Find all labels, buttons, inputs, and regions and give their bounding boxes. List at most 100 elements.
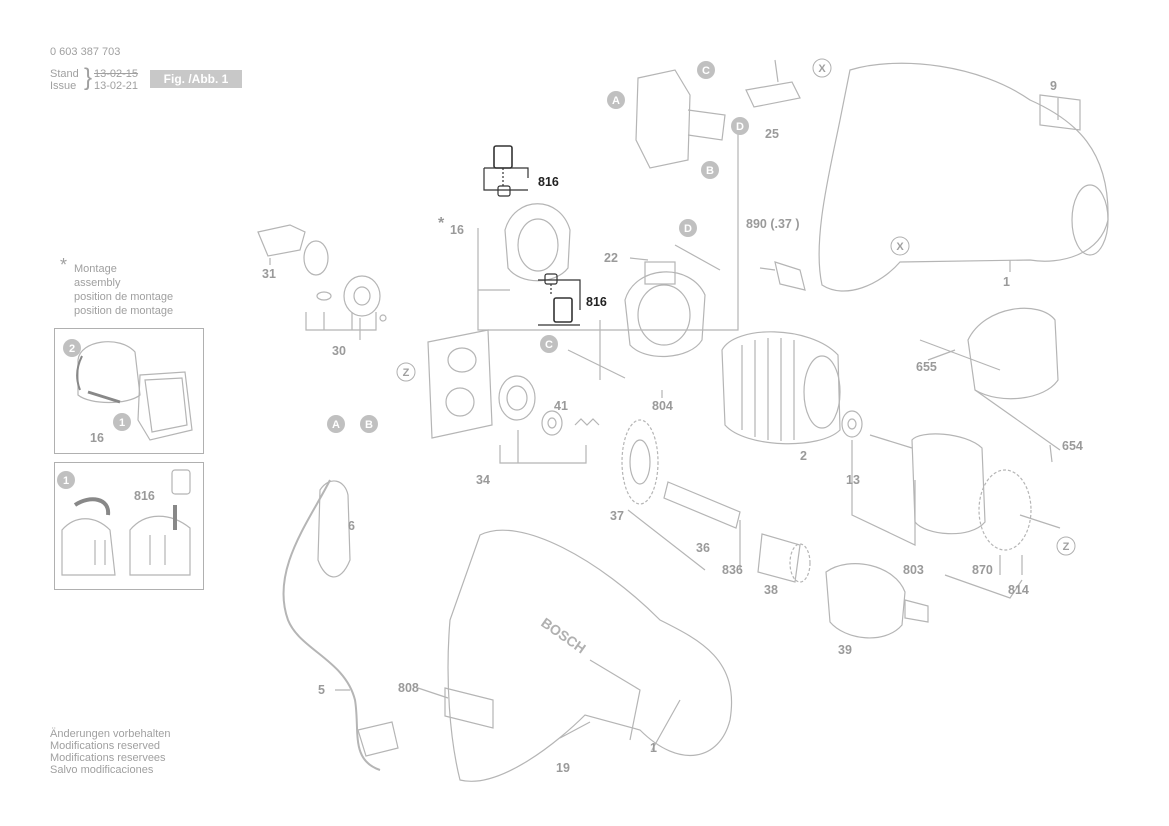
part-label: 655 bbox=[916, 360, 937, 374]
part-label: 9 bbox=[1050, 79, 1057, 93]
marker-label: B bbox=[706, 165, 714, 177]
part-label: 654 bbox=[1062, 439, 1083, 453]
footer-line: Salvo modificaciones bbox=[50, 764, 154, 776]
footer-note: Änderungen vorbehalten Modifications res… bbox=[50, 728, 170, 776]
bracket-816-bottom bbox=[538, 279, 581, 326]
step-label: 1 bbox=[119, 417, 125, 429]
leader-lines bbox=[269, 98, 1059, 751]
lead-d bbox=[674, 244, 721, 271]
bracket-870 bbox=[999, 555, 1023, 575]
part-654-rod bbox=[974, 389, 1061, 451]
figure-label: Fig. /Abb. 1 bbox=[150, 70, 242, 88]
part-34-bearing bbox=[498, 375, 536, 421]
footer-line: Modifications reserved bbox=[50, 740, 161, 752]
screw-22 bbox=[629, 257, 649, 261]
part-34-hole-top bbox=[447, 347, 477, 373]
assembly-star-icon: * bbox=[60, 255, 68, 275]
part-31-cap bbox=[257, 224, 306, 257]
part-label: 30 bbox=[332, 344, 346, 358]
marker-label: C bbox=[545, 339, 553, 351]
part-30-gear bbox=[343, 275, 381, 317]
marker-label: D bbox=[736, 121, 744, 133]
part-label: 16 bbox=[450, 223, 464, 237]
marker-a: A bbox=[607, 91, 625, 109]
part-38-sleeve bbox=[757, 533, 811, 583]
part-label: 5 bbox=[318, 683, 325, 697]
part-30-washer bbox=[303, 240, 329, 276]
stand-label: Stand bbox=[50, 68, 79, 80]
part-2-stator bbox=[721, 331, 841, 445]
assembly-note-line: position de montage bbox=[74, 291, 174, 303]
part-label: 31 bbox=[262, 267, 276, 281]
part-label: 808 bbox=[398, 681, 419, 695]
part-label: 804 bbox=[652, 399, 673, 413]
part-6-cable-guard bbox=[317, 480, 351, 578]
inset-assembly-brush bbox=[54, 462, 204, 590]
part-36-shaft bbox=[663, 481, 741, 529]
marker-x: X bbox=[890, 236, 910, 256]
assembly-note-line: Montage bbox=[74, 263, 117, 275]
inset-top-step-1: 1 bbox=[113, 413, 131, 431]
part-808-label bbox=[444, 687, 494, 729]
inset-bottom-part-label: 816 bbox=[134, 489, 155, 503]
part-34-plate bbox=[427, 329, 493, 439]
part-label: 38 bbox=[764, 583, 778, 597]
part-13-bearing bbox=[841, 410, 863, 438]
marker-x: X bbox=[812, 58, 832, 78]
issue-date: 13-02-21 bbox=[94, 80, 139, 92]
part-label: 803 bbox=[903, 563, 924, 577]
assembly-note-line: assembly bbox=[74, 277, 121, 289]
marker-c: C bbox=[540, 335, 558, 353]
part-1-housing-right bbox=[818, 62, 1109, 292]
lead-c bbox=[567, 349, 626, 379]
marker-d: D bbox=[731, 117, 749, 135]
bracket-814 bbox=[944, 574, 1023, 599]
marker-d: D bbox=[679, 219, 697, 237]
part-803-armature bbox=[869, 433, 1061, 551]
part-label: 41 bbox=[554, 399, 568, 413]
bracket-816-top bbox=[483, 167, 529, 191]
part-19-screw bbox=[559, 721, 591, 739]
marker-label: X bbox=[896, 241, 904, 253]
part-label: 34 bbox=[476, 473, 490, 487]
part-804-holder bbox=[624, 261, 706, 357]
part-label: 2 bbox=[800, 449, 807, 463]
stand-date: 13-02-15 bbox=[94, 68, 139, 80]
part-label: 1 bbox=[650, 741, 657, 755]
marker-label: X bbox=[818, 63, 826, 75]
assembly-note-line: position de montage bbox=[74, 305, 174, 317]
part-1-housing-left bbox=[447, 529, 733, 782]
part-label: 22 bbox=[604, 251, 618, 265]
part-890-terminal bbox=[759, 261, 806, 291]
part-41-spring bbox=[574, 418, 600, 426]
marker-a: A bbox=[327, 415, 345, 433]
part-label-layer: 1 1 2 5 6 9 13 16 19 22 25 30 31 34 36 3… bbox=[262, 79, 1083, 775]
part-655-side-handle bbox=[919, 307, 1059, 400]
part-label: 37 bbox=[610, 509, 624, 523]
marker-c: C bbox=[697, 61, 715, 79]
part-label: 1 bbox=[1003, 275, 1010, 289]
step-label: 1 bbox=[63, 475, 69, 487]
marker-label: D bbox=[684, 223, 692, 235]
inset-bottom-drawing bbox=[61, 469, 191, 576]
part-30-pin bbox=[379, 314, 387, 322]
footer-line: Modifications reservees bbox=[50, 752, 166, 764]
marker-b: B bbox=[360, 415, 378, 433]
part-9-label bbox=[1039, 94, 1081, 131]
part-816-brush-bottom bbox=[544, 273, 573, 323]
switch-module bbox=[635, 69, 726, 169]
bracket-804 bbox=[599, 320, 663, 398]
part-label: 816 bbox=[538, 175, 559, 189]
bracket-16 bbox=[477, 120, 739, 331]
marker-z: Z bbox=[1056, 536, 1076, 556]
part-34-bushing bbox=[541, 410, 563, 436]
bracket-836 bbox=[627, 509, 741, 571]
marker-label: C bbox=[702, 65, 710, 77]
assembly-note: Montage assembly position de montage pos… bbox=[74, 262, 173, 318]
footer-line: Änderungen vorbehalten bbox=[50, 728, 171, 740]
brand-logo: BOSCH bbox=[538, 614, 589, 656]
part-label: 36 bbox=[696, 541, 710, 555]
part-label: 13 bbox=[846, 473, 860, 487]
part-label: 814 bbox=[1008, 583, 1029, 597]
